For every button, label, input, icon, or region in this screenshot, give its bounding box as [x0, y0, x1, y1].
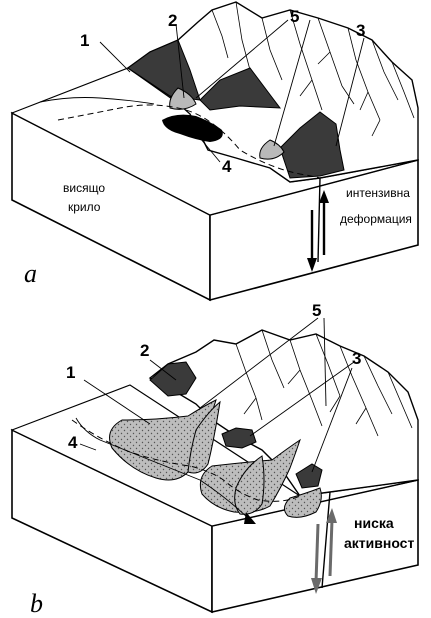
- panel-b-letter: b: [30, 589, 43, 618]
- panel-b: 1 2 3 4 5 ниска активност b: [12, 301, 418, 618]
- activity-a-line1: интензивна: [346, 186, 410, 200]
- label-a-1: 1: [80, 31, 89, 50]
- hanging-wall-label-line1: висящо: [63, 181, 105, 195]
- activity-a-line2: деформация: [340, 212, 412, 226]
- label-b-3: 3: [352, 349, 361, 368]
- panel-a-letter: a: [24, 259, 37, 288]
- activity-b-line2: активност: [344, 535, 414, 551]
- label-b-1: 1: [66, 363, 75, 382]
- hanging-wall-label-line2: крило: [68, 200, 101, 214]
- label-b-2: 2: [140, 341, 149, 360]
- label-a-3: 3: [356, 21, 365, 40]
- label-b-5: 5: [312, 301, 321, 320]
- facet-b-2: [222, 428, 256, 448]
- label-a-4: 4: [222, 157, 232, 176]
- label-b-4: 4: [68, 433, 78, 452]
- activity-b-line1: ниска: [354, 515, 394, 531]
- label-a-2: 2: [168, 11, 177, 30]
- panel-a: 1 2 3 4 5 висящо крило интензивна деформ…: [12, 2, 418, 300]
- label-a-5: 5: [290, 7, 299, 26]
